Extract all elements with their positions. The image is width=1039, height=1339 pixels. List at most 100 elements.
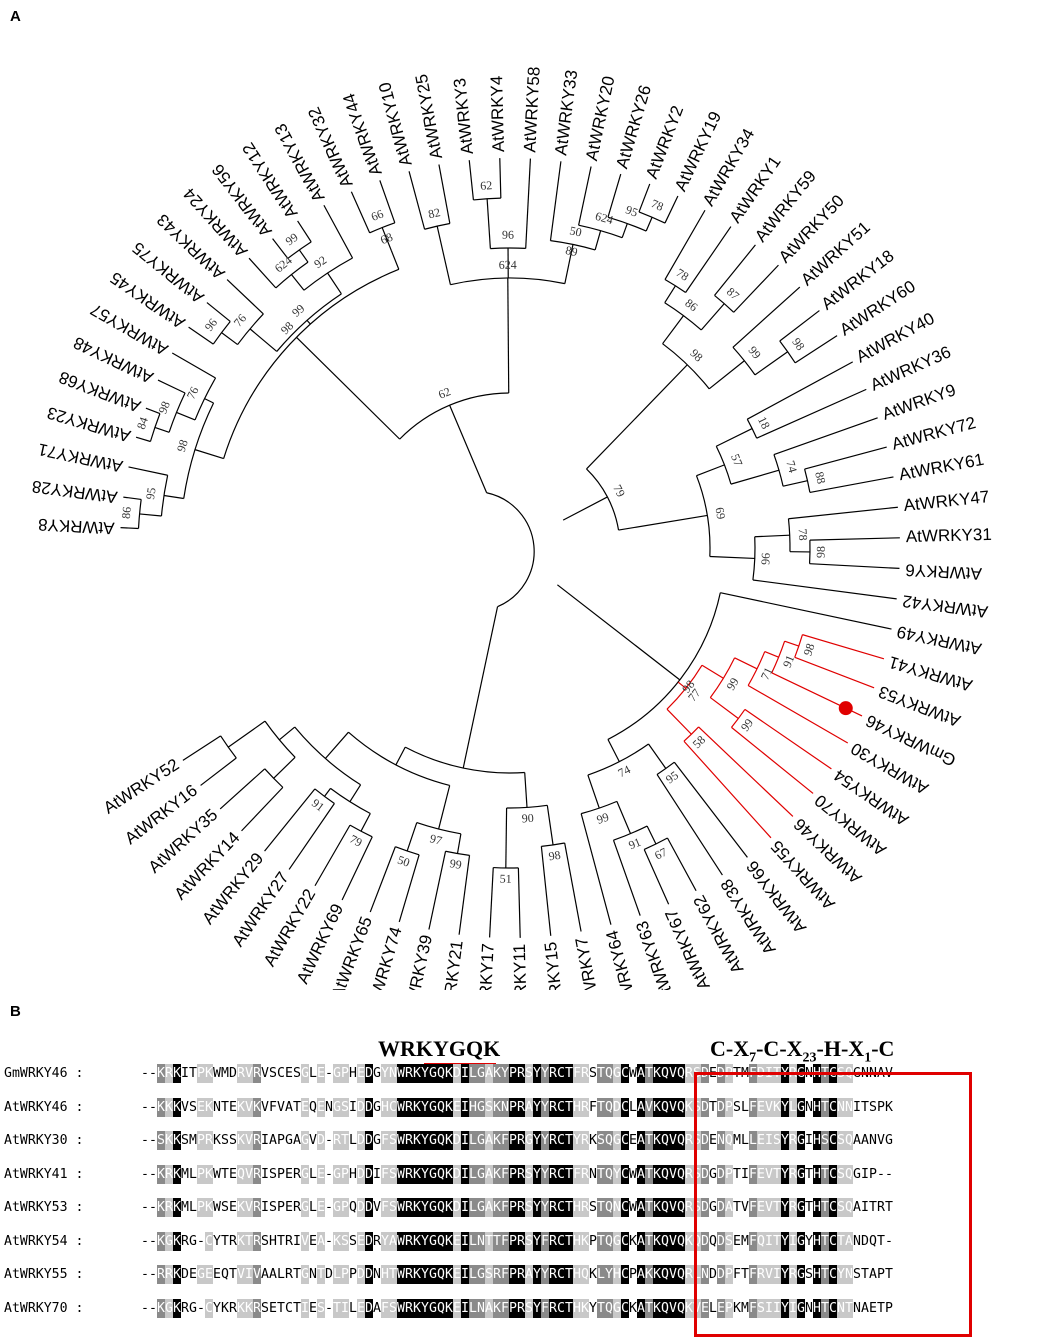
tree-branch — [794, 656, 875, 689]
bootstrap-value: 624 — [499, 258, 517, 272]
tree-branch — [188, 326, 214, 345]
leaf-label: AtWRKY6 — [905, 560, 982, 583]
bootstrap-value: 99 — [595, 810, 611, 827]
tree-branch — [462, 606, 499, 769]
bootstrap-value: 78 — [649, 196, 666, 214]
tree-branch — [754, 351, 789, 376]
leaf-label: AtWRKY17 — [474, 943, 497, 990]
leaf-label: AtWRKY33 — [551, 69, 581, 157]
bootstrap-value: 99 — [746, 343, 764, 361]
tree-branch — [486, 198, 491, 249]
bootstrap-value: 67 — [652, 845, 669, 863]
tree-branch — [809, 476, 894, 494]
clade-1-0-1-1-arc — [779, 340, 796, 364]
tree-branch — [764, 651, 779, 658]
clade-1-1-0-0-arc — [746, 418, 758, 439]
clade-3-1-1-arc — [294, 726, 361, 786]
gmwrky46-marker — [838, 701, 853, 716]
tree-branch — [249, 328, 278, 352]
leaf-label: AtWRKY49 — [895, 622, 983, 658]
bootstrap-value: 88 — [812, 470, 828, 485]
tree-branch — [643, 849, 670, 905]
leaf-label: AtWRKY11 — [510, 944, 531, 990]
tree-branch — [587, 774, 600, 809]
tree-branch — [578, 166, 592, 226]
leaf-label: AtWRKY10 — [375, 80, 416, 168]
sequence-name: AtWRKY41 : — [4, 1166, 84, 1182]
bootstrap-value: 98 — [800, 642, 817, 658]
tree-branch — [296, 336, 401, 440]
motif2-sub2: 23 — [802, 1050, 817, 1066]
tree-branch — [176, 411, 196, 421]
bootstrap-value: 97 — [428, 831, 443, 848]
tree-branch — [677, 681, 687, 689]
bootstrap-value: 98 — [548, 848, 562, 864]
bootstrap-value: 624 — [594, 209, 615, 227]
tree-branch — [507, 278, 510, 394]
tree-branch — [580, 813, 612, 925]
tree-branch — [709, 697, 739, 720]
tree-branch — [306, 319, 311, 325]
tree-branch — [278, 726, 296, 741]
sequence-name: AtWRKY30 : — [4, 1133, 84, 1148]
tree-branch — [517, 867, 521, 938]
zinc-finger-box — [694, 1072, 972, 1337]
tree-branch — [438, 164, 451, 224]
tree-branch — [747, 684, 849, 744]
tree-branch — [656, 774, 723, 876]
sequence-name: AtWRKY54 : — [4, 1233, 84, 1249]
clade-2-arc — [607, 592, 721, 740]
tree-branch — [273, 756, 296, 779]
bootstrap-value: 78 — [796, 528, 811, 541]
clade-0-1-1-arc — [490, 247, 526, 250]
tree-branch — [505, 807, 508, 868]
tree-branch — [349, 784, 362, 803]
tree-branch — [666, 708, 692, 735]
tree-branch — [226, 279, 264, 315]
tree-branch — [163, 494, 184, 500]
clade-3-1-arc — [348, 731, 450, 787]
bootstrap-value: 74 — [616, 762, 633, 780]
tree-branch — [612, 840, 641, 916]
bootstrap-value: 99 — [738, 716, 756, 734]
tree-branch — [221, 332, 238, 346]
bootstrap-value: 74 — [783, 459, 800, 474]
clade-1-1-1-0-arc — [787, 518, 791, 552]
tree-branch — [752, 579, 897, 600]
leaf-label: AtWRKY20 — [582, 74, 618, 162]
bootstrap-value: 79 — [610, 482, 628, 499]
tree-branch — [709, 555, 755, 560]
bootstrap-value: 98 — [789, 335, 807, 353]
bootstrap-value: 51 — [500, 872, 512, 886]
tree-branch — [794, 335, 838, 364]
motif2-suffix: -C — [871, 1036, 895, 1061]
tree-branch — [754, 534, 790, 538]
clade-1-1-0-1-arc — [773, 454, 784, 487]
tree-branch — [733, 264, 779, 313]
tree-branch — [120, 526, 139, 530]
tree-branch — [327, 272, 342, 295]
tree-branch — [607, 739, 620, 762]
tree-branch — [594, 230, 602, 251]
leaf-label: AtWRKY42 — [901, 591, 989, 621]
clade-0-1-2-0-1-1-1-arc — [638, 211, 666, 224]
tree-branch — [645, 216, 653, 232]
bootstrap-value: 87 — [724, 284, 742, 302]
leaf-label: AtWRKY47 — [903, 487, 990, 515]
tree-branch — [648, 743, 667, 769]
tree-branch — [540, 846, 552, 936]
tree-branch — [662, 315, 684, 345]
bootstrap-value: 18 — [755, 414, 773, 431]
bootstrap-value: 66 — [369, 207, 385, 224]
tree-branch — [135, 436, 151, 443]
tree-branch — [468, 160, 475, 200]
tree-branch — [194, 449, 224, 460]
tree-branch — [123, 496, 142, 501]
tree-branch — [730, 469, 780, 485]
tree-branch — [616, 801, 632, 834]
